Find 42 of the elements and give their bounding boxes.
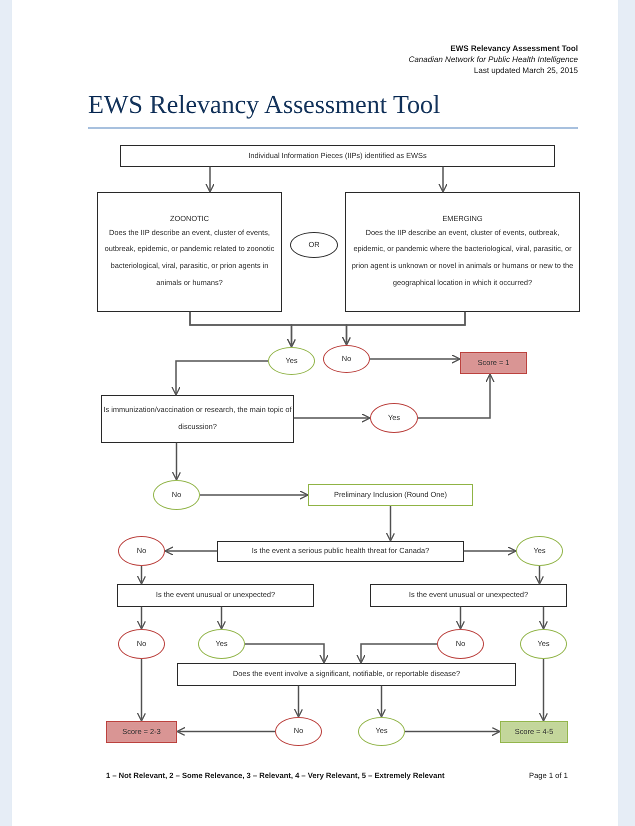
arrow	[405, 726, 501, 736]
arrow	[136, 659, 146, 722]
process-box	[217, 541, 464, 562]
score-box	[106, 721, 177, 743]
process-box	[120, 145, 555, 167]
arrow	[164, 546, 217, 556]
arrow	[294, 686, 304, 718]
process-box	[117, 584, 314, 607]
arrow	[418, 373, 495, 419]
arrow	[172, 443, 182, 481]
arrow	[538, 659, 548, 722]
arrow	[534, 566, 544, 585]
process-box	[97, 192, 282, 312]
arrow	[464, 546, 517, 556]
arrow	[136, 566, 146, 585]
process-box	[308, 484, 473, 506]
arrow	[136, 607, 146, 630]
header-title: EWS Relevancy Assessment Tool	[450, 44, 578, 53]
organization-name: Canadian Network for Public Health Intelligence	[408, 55, 578, 64]
update-date: Last updated March 25, 2015	[474, 66, 578, 75]
arrow	[200, 490, 309, 500]
process-box	[101, 395, 294, 443]
arrow	[456, 607, 466, 630]
process-box	[177, 663, 516, 686]
score-box	[500, 721, 568, 743]
arrow	[438, 167, 448, 193]
score-box	[460, 352, 527, 374]
process-box	[345, 192, 580, 312]
arrow	[370, 354, 461, 364]
arrow	[342, 312, 466, 346]
arrow	[171, 360, 268, 396]
arrow	[245, 643, 329, 664]
process-box	[370, 584, 567, 607]
document-title: EWS Relevancy Assessment Tool	[88, 90, 440, 120]
arrow	[376, 686, 386, 718]
arrow	[216, 607, 226, 630]
arrow	[294, 413, 371, 423]
arrow	[356, 643, 437, 664]
arrow	[538, 607, 548, 630]
arrow	[205, 167, 215, 193]
arrow	[176, 726, 275, 736]
arrow	[386, 506, 396, 542]
